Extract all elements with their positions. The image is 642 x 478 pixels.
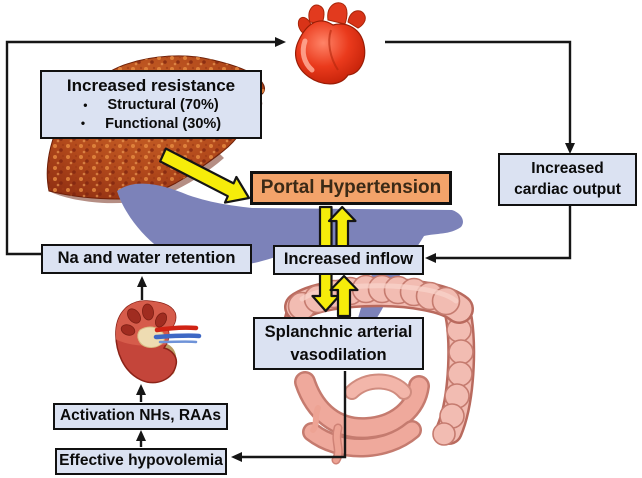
connector-na-to-heart bbox=[5, 37, 286, 256]
node-splanchnic-vasodilation: Splanchnic arterial vasodilation bbox=[253, 317, 424, 370]
node-label-line: cardiac output bbox=[514, 180, 621, 198]
node-label: Portal Hypertension bbox=[260, 176, 442, 198]
node-increased-inflow: Increased inflow bbox=[273, 245, 424, 275]
intestines-illustration bbox=[282, 274, 476, 465]
bullet-label: Structural (70%) bbox=[107, 97, 219, 114]
connector-cardiac-to-inflow bbox=[425, 206, 572, 263]
node-increased-cardiac-output: Increased cardiac output bbox=[498, 153, 637, 206]
node-label: Na and water retention bbox=[57, 249, 236, 268]
node-effective-hypovolemia: Effective hypovolemia bbox=[55, 448, 227, 475]
node-increased-resistance: Increased resistance • Structural (70%) … bbox=[40, 70, 262, 139]
node-na-water-retention: Na and water retention bbox=[41, 244, 252, 274]
node-activation-nhs-raas: Activation NHs, RAAs bbox=[53, 403, 228, 430]
connector-heart-to-cardiac bbox=[385, 40, 575, 154]
node-label: Activation NHs, RAAs bbox=[59, 407, 222, 425]
connector-splanchnic-to-hypovolemia bbox=[231, 371, 347, 462]
node-label: Increased inflow bbox=[283, 250, 414, 269]
node-portal-hypertension: Portal Hypertension bbox=[250, 171, 452, 205]
yellow-arrow-up-inflow-to-portal bbox=[327, 205, 357, 249]
yellow-arrow-up-splanchnic-to-inflow bbox=[329, 274, 359, 318]
kidney-illustration bbox=[115, 300, 202, 384]
bullet-row: • Functional (30%) bbox=[81, 116, 221, 133]
node-label-line: vasodilation bbox=[290, 345, 387, 364]
node-title: Increased resistance bbox=[66, 76, 236, 96]
connector-arrows bbox=[5, 37, 575, 462]
node-label-line: Increased bbox=[531, 160, 604, 178]
node-label-line: Splanchnic arterial bbox=[264, 323, 413, 342]
heart-illustration bbox=[295, 2, 366, 85]
yellow-arrow-liver-to-portal bbox=[159, 147, 251, 204]
bullet-row: • Structural (70%) bbox=[83, 97, 218, 114]
bullet-icon: • bbox=[80, 115, 86, 130]
bullet-icon: • bbox=[83, 97, 88, 112]
bullet-label: Functional (30%) bbox=[105, 115, 222, 132]
node-label: Effective hypovolemia bbox=[59, 452, 223, 470]
